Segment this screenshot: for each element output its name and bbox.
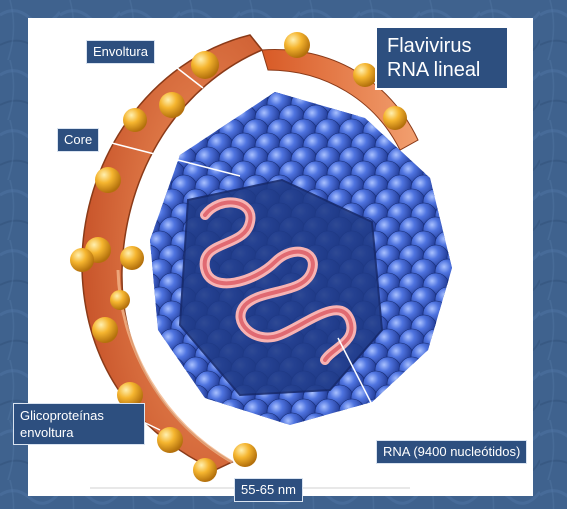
label-size: 55-65 nm — [234, 478, 303, 502]
label-glicoproteinas: Glicoproteínas envoltura — [13, 403, 145, 445]
diagram-title: Flavivirus RNA lineal — [375, 26, 509, 90]
title-line-2: RNA lineal — [387, 58, 497, 82]
label-envoltura: Envoltura — [86, 40, 155, 64]
title-line-1: Flavivirus — [387, 34, 497, 58]
label-core: Core — [57, 128, 99, 152]
label-rna: RNA (9400 nucleótidos) — [376, 440, 527, 464]
